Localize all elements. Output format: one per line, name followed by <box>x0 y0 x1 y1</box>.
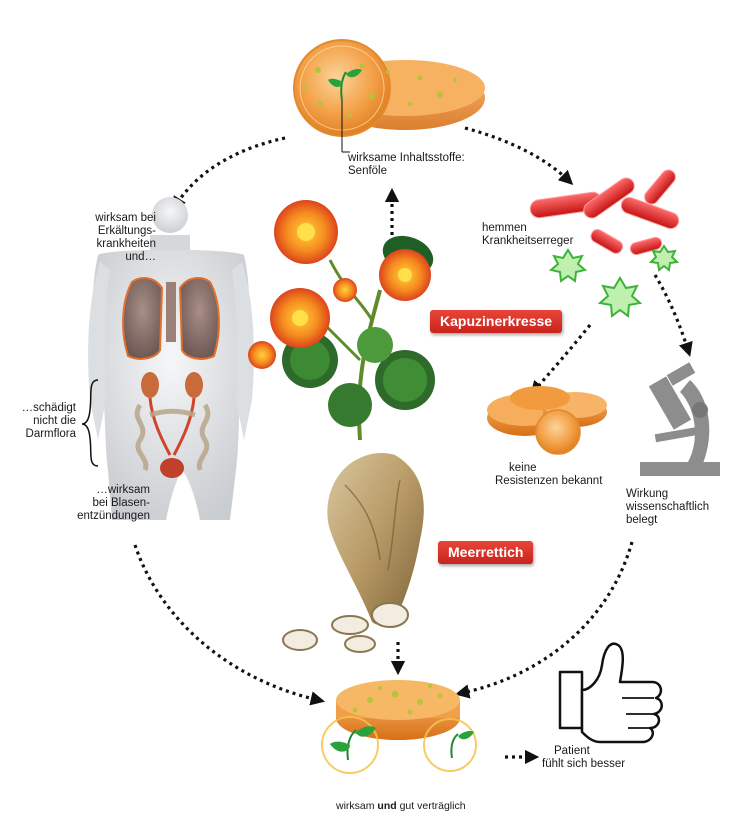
result-tablet-icon <box>321 680 477 774</box>
tablets-icon <box>487 386 607 455</box>
label-line: Darmflora <box>25 428 76 440</box>
label-erreger: hemmen Krankheitserreger <box>482 222 573 248</box>
label-line: belegt <box>626 514 658 526</box>
label-line: keine <box>509 462 537 474</box>
label-line: Wirkung <box>626 488 669 500</box>
label-resistenzen: keine Resistenzen bekannt <box>495 462 602 488</box>
label-line: und… <box>125 251 156 263</box>
body-icon <box>88 197 254 520</box>
tag-meerrettich: Meerrettich <box>438 541 534 564</box>
label-line: Resistenzen bekannt <box>495 475 603 487</box>
label-line: wirksame Inhaltsstoffe: <box>348 152 465 164</box>
label-line: …wirksam <box>96 484 150 496</box>
arrow-to-bacteria <box>464 126 574 185</box>
footer-part1: wirksam <box>336 800 378 812</box>
label-erkaeltung: wirksam bei Erkältungs- krankheiten und… <box>80 212 156 264</box>
label-line: nicht die <box>33 415 76 427</box>
bacteria-icon <box>529 169 680 256</box>
nasturtium-icon <box>248 200 435 441</box>
label-line: Senföle <box>348 165 388 177</box>
tablet-icon <box>293 39 485 153</box>
label-line: fühlt sich besser <box>542 758 626 770</box>
arrow-to-microscope <box>653 274 693 357</box>
arrow-to-body <box>172 136 286 212</box>
label-line: hemmen <box>482 222 527 234</box>
label-line: Krankheitserreger <box>482 235 574 247</box>
arrow-body-to-tablet <box>133 544 326 706</box>
label-line: Patient <box>554 745 590 757</box>
label-darmflora: …schädigt nicht die Darmflora <box>14 402 76 441</box>
label-line: wirksam bei <box>95 212 156 224</box>
footer-bold: und <box>377 800 397 812</box>
label-line: bei Blasen- <box>92 497 150 509</box>
footer-caption: wirksam und gut verträglich <box>336 800 466 813</box>
footer-part2: gut verträglich <box>396 800 466 812</box>
label-line: …schädigt <box>21 402 76 414</box>
label-line: krankheiten <box>96 238 156 250</box>
germ-icon <box>548 244 680 318</box>
brace-icon <box>81 379 99 467</box>
microscope-icon <box>640 362 720 476</box>
dotted-arrows <box>133 126 693 765</box>
label-line: wissenschaftlich <box>626 501 710 513</box>
label-inhaltsstoffe: wirksame Inhaltsstoffe: Senföle <box>348 152 465 178</box>
label-line: entzündungen <box>77 510 150 522</box>
arrow-to-resistance <box>530 324 592 396</box>
arrow-microscope-to-tablet <box>454 541 634 699</box>
thumbs-up-icon <box>558 642 663 744</box>
label-blasen: …wirksam bei Blasen- entzündungen <box>72 484 150 523</box>
horseradish-icon <box>282 453 424 653</box>
label-patient: Patient fühlt sich besser <box>542 745 625 771</box>
label-wirkung: Wirkung wissenschaftlich belegt <box>626 488 709 527</box>
label-line: Erkältungs- <box>97 225 156 237</box>
tag-kapuzinerkresse: Kapuzinerkresse <box>430 310 563 333</box>
